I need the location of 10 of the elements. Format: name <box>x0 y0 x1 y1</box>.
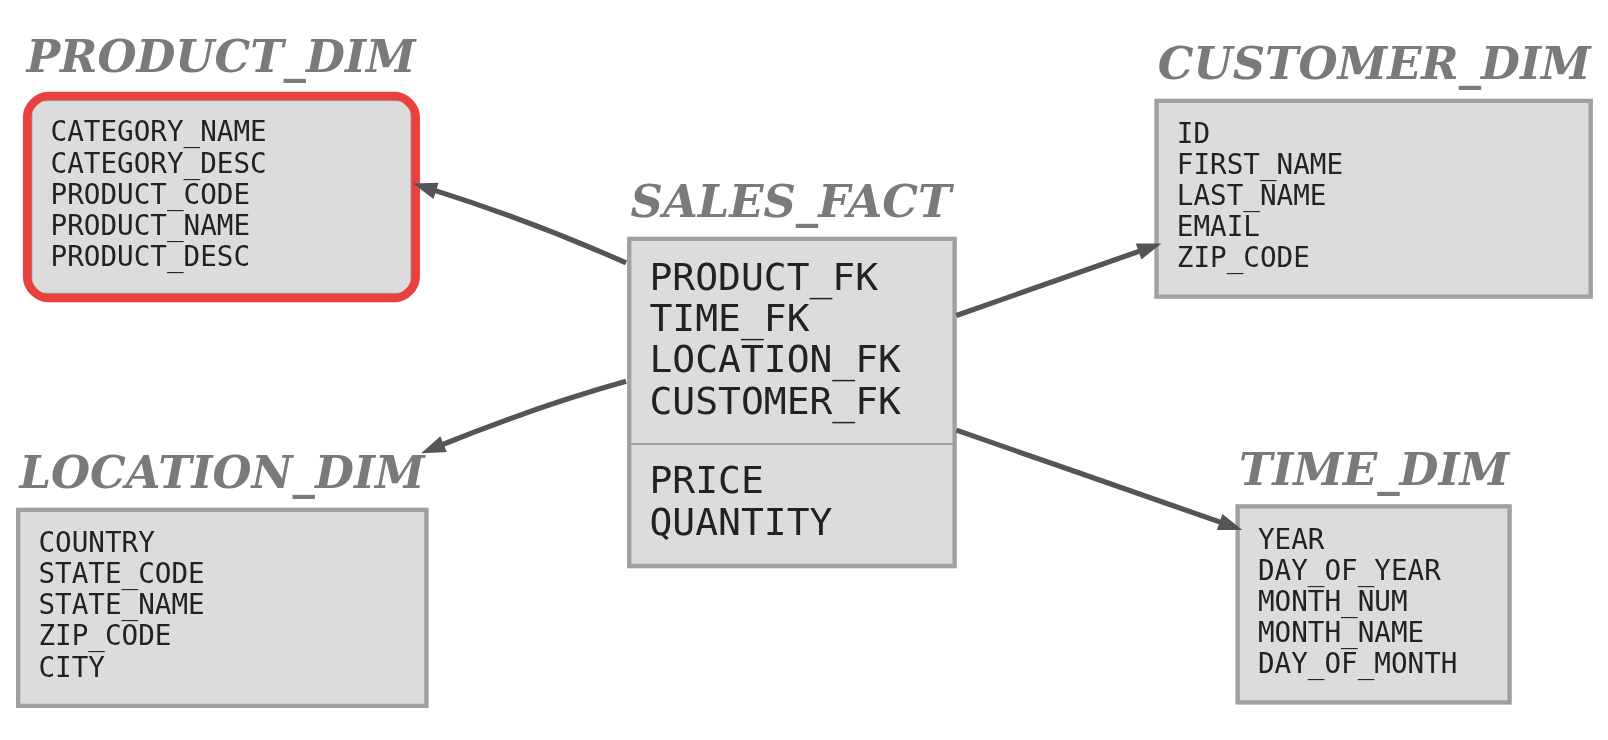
arrow <box>955 427 1243 530</box>
arrow <box>421 378 627 453</box>
node-label: SALES_FACT <box>630 174 952 228</box>
node-label: CUSTOMER_DIM <box>1157 36 1591 90</box>
arrow <box>955 242 1162 318</box>
node-label: TIME_DIM <box>1238 442 1510 496</box>
node-label: LOCATION_DIM <box>19 445 425 499</box>
node-box: CATEGORY_NAME CATEGORY_DESC PRODUCT_CODE PRODUCT_NAME PRODUCT_DESC <box>22 91 420 302</box>
node-label: PRODUCT_DIM <box>26 29 416 83</box>
arrow <box>412 182 628 265</box>
